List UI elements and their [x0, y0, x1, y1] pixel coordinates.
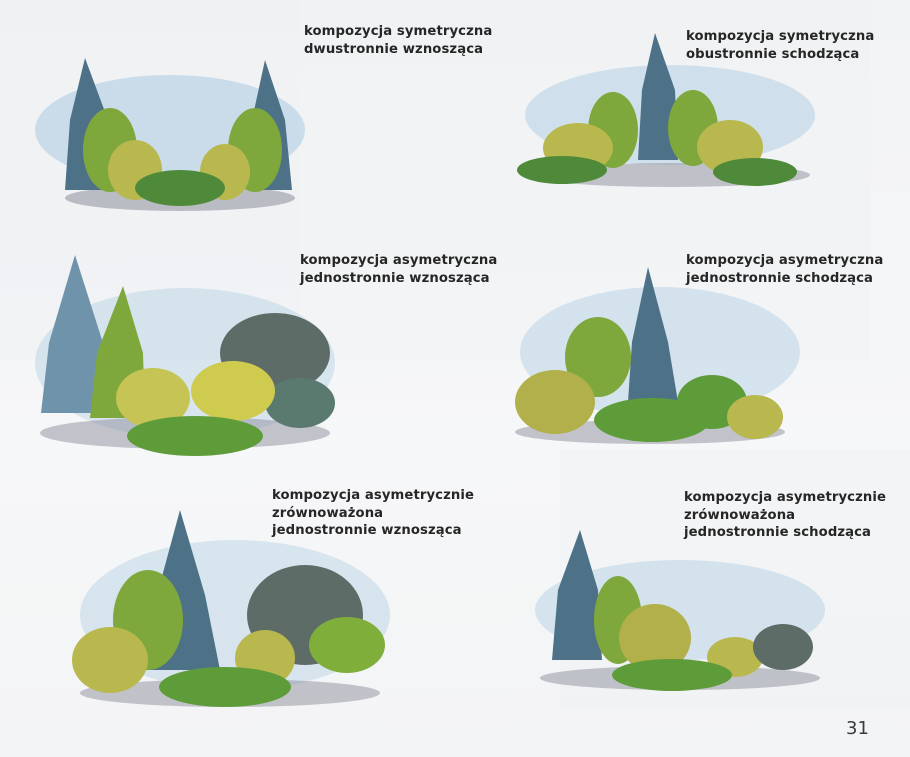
page-number: 31 [846, 718, 869, 739]
blue-conifer-icon [628, 267, 678, 402]
caption-asymmetric-one-side-rising: kompozycja asymetryczna jednostronnie wz… [300, 253, 498, 286]
caption-asymmetric-one-side-descending: kompozycja asymetryczna jednostronnie sc… [686, 253, 884, 286]
caption-asymmetric-balanced-descending: kompozycja asymetrycznie zrównoważona je… [684, 490, 886, 540]
caption-symmetric-rising: kompozycja symetryczna dwustronnie wznos… [304, 24, 493, 57]
illustration-asymmetric-one-side-descending [515, 267, 800, 444]
illustration-asymmetric-balanced-descending [535, 530, 825, 691]
illustration-symmetric-rising [35, 58, 305, 211]
illustration-asymmetric-one-side-rising [35, 255, 335, 456]
blue-conifer-icon [638, 33, 678, 160]
caption-symmetric-descending: kompozycja symetryczna obustronnie schod… [686, 29, 875, 62]
blue-conifer-icon [41, 255, 107, 413]
caption-asymmetric-balanced-rising: kompozycja asymetrycznie zrównoważona je… [272, 488, 474, 538]
illustration-asymmetric-balanced-rising [72, 510, 390, 707]
illustration-symmetric-descending [517, 33, 815, 187]
blue-conifer-icon [552, 530, 602, 660]
